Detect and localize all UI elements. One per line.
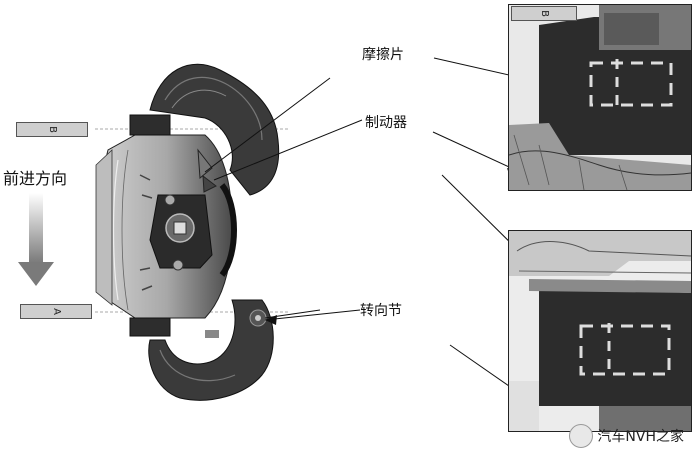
watermark-text: 汽车NVH之家 [597,429,684,445]
forward-direction-label: 前进方向 [3,169,68,188]
detail-tag-b-text: B [538,10,550,17]
detail-view-b-drawing [509,5,691,190]
detail-view-a [508,230,692,432]
callout-steering-knuckle: 转向节 [360,303,402,319]
detail-view-b: B [508,4,692,191]
section-tag-a-text: A [50,308,62,315]
wechat-logo-icon [569,424,594,448]
callout-brake-caliper: 制动器 [365,115,407,131]
watermark: 汽车NVH之家 [569,424,684,448]
detail-tag-b: B [511,6,577,21]
forward-direction-arrow [18,193,54,286]
detail-view-a-drawing [509,231,691,431]
leader-lines [204,57,556,419]
friction-pad-marker [197,148,213,180]
section-tag-b-text: B [46,126,58,133]
callout-friction-pad: 摩擦片 [362,47,404,63]
section-tag-b: B [16,122,88,137]
steering-knuckle [148,63,280,401]
brake-caliper [95,114,237,337]
caliper-marker [202,174,217,193]
section-tag-a: A [20,304,92,319]
